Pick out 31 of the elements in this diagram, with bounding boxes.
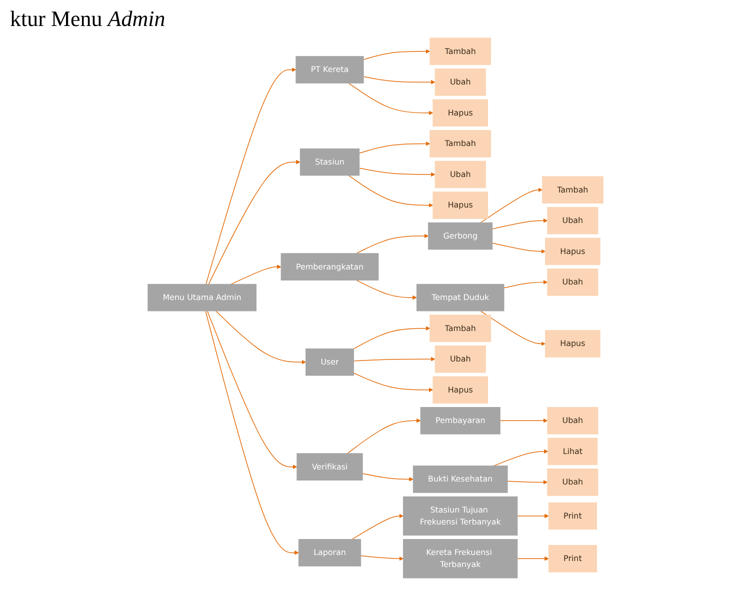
arrow	[216, 310, 306, 364]
arrow	[348, 175, 434, 208]
arrow	[353, 326, 430, 350]
arrow	[492, 242, 546, 254]
arrow	[500, 418, 548, 423]
arrow	[360, 555, 404, 561]
arrow	[363, 49, 430, 60]
arrow	[356, 280, 417, 300]
arrow	[206, 68, 296, 285]
arrow	[507, 480, 548, 484]
arrow	[206, 310, 298, 470]
arrow	[348, 82, 434, 116]
arrow	[356, 234, 428, 254]
arrow	[517, 514, 549, 518]
arrow	[353, 356, 436, 362]
diagram-title: ktur Menu Admin	[9, 5, 166, 33]
arrow	[205, 310, 299, 555]
arrow	[480, 188, 542, 223]
arrow	[352, 514, 404, 540]
arrow	[230, 264, 282, 285]
arrow	[492, 218, 548, 230]
arrow	[347, 418, 421, 454]
arrow	[517, 556, 549, 561]
arrow	[493, 449, 548, 466]
arrow	[362, 473, 414, 482]
arrow	[353, 372, 434, 392]
arrow	[504, 280, 548, 288]
arrow	[208, 160, 300, 285]
arrow	[358, 142, 430, 154]
arrow	[363, 76, 436, 84]
arrow	[358, 168, 436, 177]
